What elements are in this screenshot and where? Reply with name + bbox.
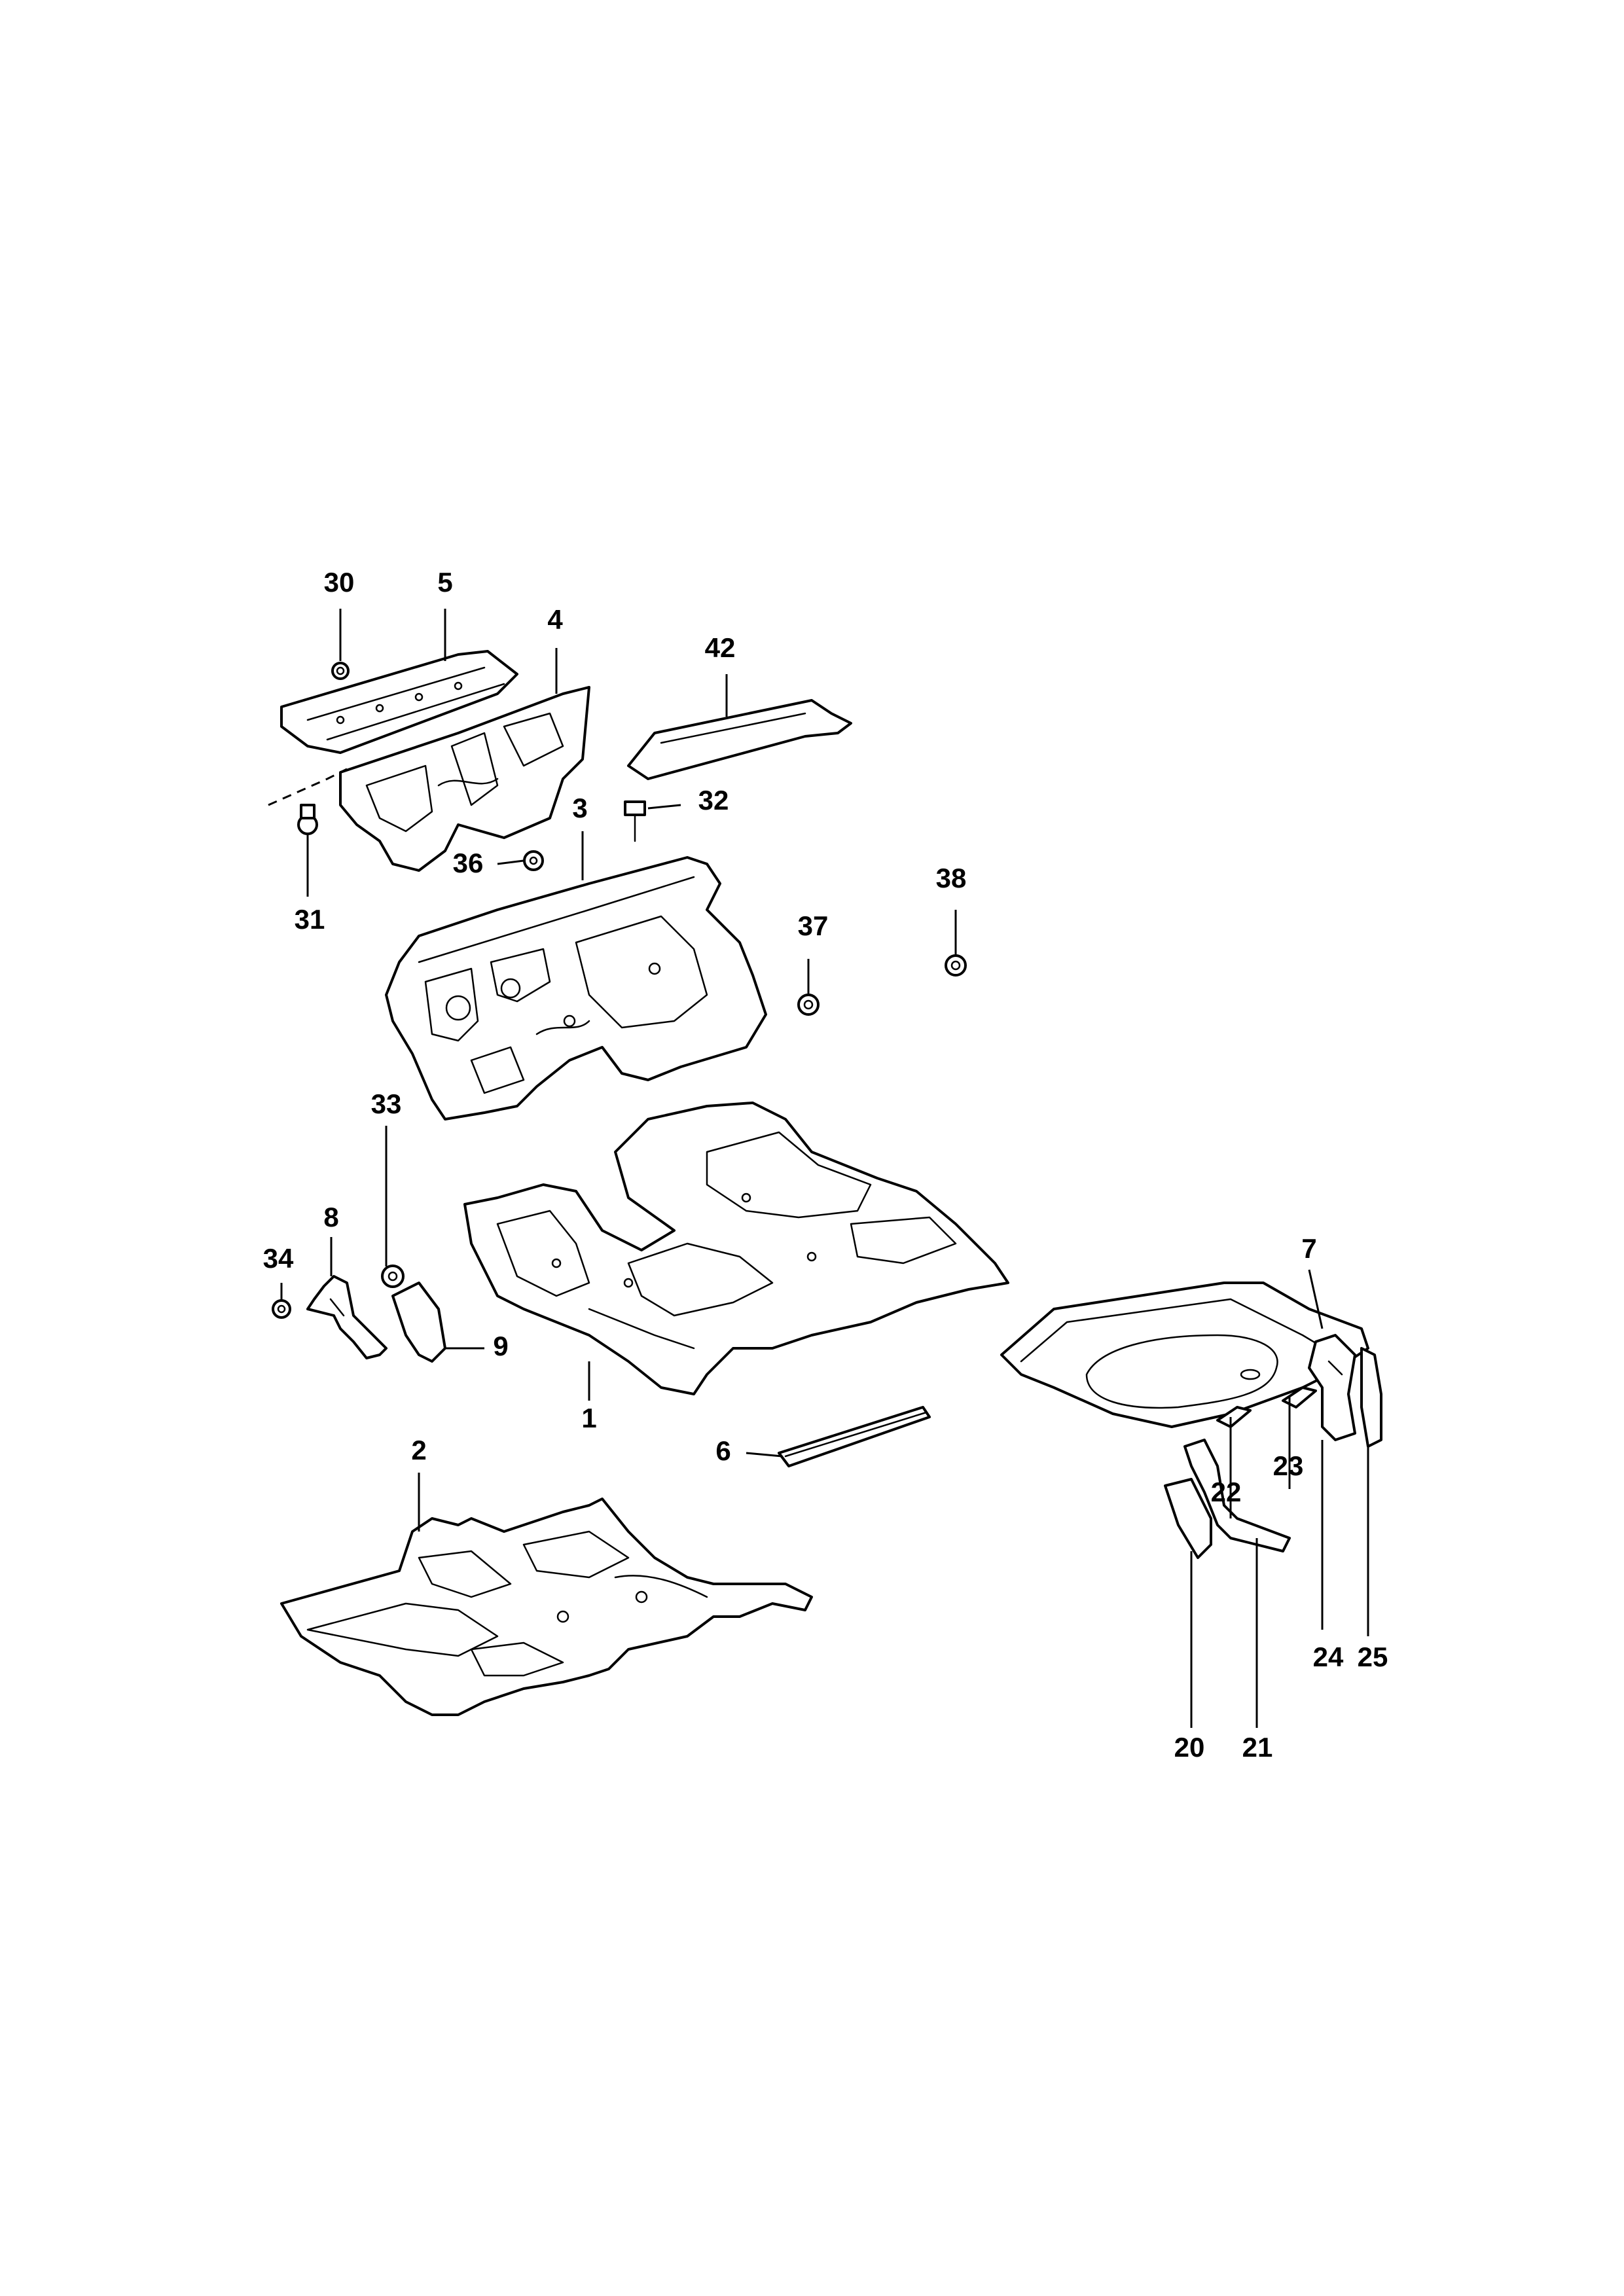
part-31-bolt [297,804,318,835]
callout-3: 3 [572,793,587,823]
part-1-front-floor-carpet [463,1102,1009,1395]
callout-34: 34 [263,1243,294,1274]
part-36-nut [523,850,544,871]
part-37-nut [797,994,820,1016]
part-24-trim [1308,1334,1356,1441]
callout-20: 20 [1174,1732,1205,1763]
part-4-dash-insulator [339,686,590,872]
part-22-clip [1216,1406,1252,1428]
callout-42: 42 [705,632,736,663]
part-2-floor-insulator [280,1498,813,1716]
callout-22: 22 [1211,1477,1242,1507]
part-25-trim [1360,1347,1382,1448]
callout-21: 21 [1242,1732,1273,1763]
part-33-nut [381,1265,405,1288]
callout-4: 4 [547,604,563,635]
part-20-trim [1164,1478,1212,1559]
part-34-nut [272,1299,291,1319]
callout-9: 9 [493,1331,508,1361]
part-7-rear-floor-mat [1000,1282,1369,1428]
part-38-clip [945,954,967,977]
part-30-nut [331,662,350,680]
callout-1: 1 [581,1403,596,1433]
callout-25: 25 [1358,1641,1388,1672]
callout-37: 37 [798,910,829,941]
leader-lines [280,609,1369,1728]
callout-38: 38 [936,863,967,893]
part-21-trim [1183,1439,1291,1552]
callout-33: 33 [371,1088,402,1119]
callout-8: 8 [323,1202,338,1232]
alignment-line [268,768,348,806]
callout-5: 5 [437,567,452,598]
callout-36: 36 [453,848,484,878]
callout-2: 2 [411,1435,426,1465]
callout-32: 32 [698,785,729,816]
callout-7: 7 [1301,1233,1316,1264]
part-3-dash-panel-insulator [385,856,767,1121]
part-9-pad [391,1282,446,1363]
callout-6: 6 [715,1435,731,1466]
callout-23: 23 [1273,1450,1304,1481]
part-6-sill-strip [778,1406,931,1467]
part-32-bolt [624,800,646,842]
part-23-clip [1282,1386,1317,1408]
part-5-upper-insulator [280,650,518,754]
callout-30: 30 [324,567,355,598]
part-42-pad [627,699,852,780]
callout-24: 24 [1313,1641,1344,1672]
part-8-bracket [306,1275,388,1359]
callout-31: 31 [295,904,325,935]
